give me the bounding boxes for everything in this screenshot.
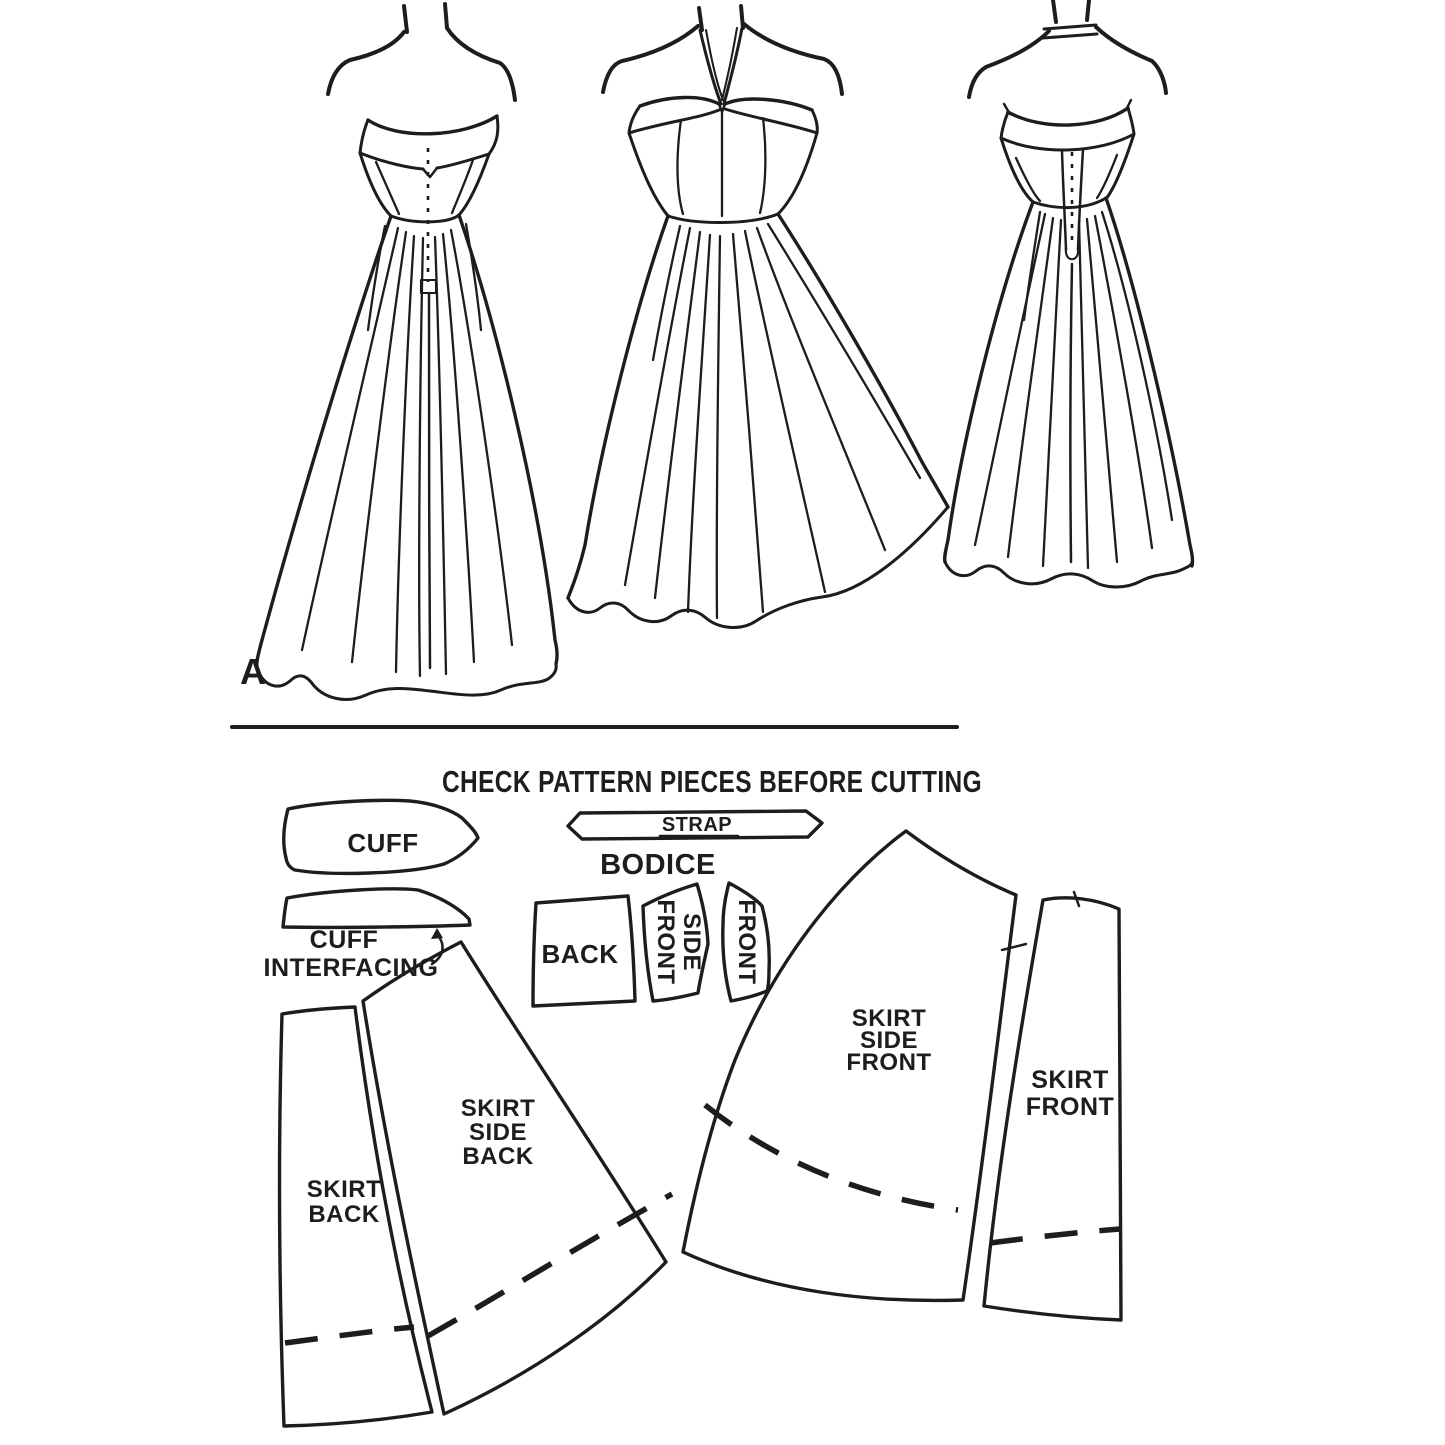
piece-bodice-back: BACK <box>531 894 637 1008</box>
notch-mark <box>1072 890 1081 908</box>
gown-back-view-right-illustration <box>942 0 1195 589</box>
cuff-interfacing-label-line1: CUFF <box>310 926 379 954</box>
view-letter-label: A <box>240 651 267 692</box>
piece-bodice-front: FRONT <box>721 881 771 1003</box>
strap-label: STRAP <box>662 814 732 836</box>
piece-strap: STRAP <box>566 809 824 841</box>
piece-cuff: CUFF <box>282 798 480 876</box>
skirt-side-back-label-line2: SIDE <box>469 1119 527 1146</box>
notch-mark <box>1000 942 1028 952</box>
skirt-front-label-line2: FRONT <box>1026 1093 1115 1121</box>
cuff-label: CUFF <box>347 828 418 858</box>
piece-bodice-side-front: SIDE FRONT <box>641 882 710 1003</box>
skirt-side-front-label-line3: FRONT <box>846 1049 931 1076</box>
piece-skirt-side-back: SKIRT SIDE BACK <box>361 940 674 1416</box>
bodice-group-label: BODICE <box>600 849 716 881</box>
bodice-side-front-label-line1: SIDE <box>678 913 705 971</box>
bodice-back-label: BACK <box>541 939 618 969</box>
skirt-side-back-label-line1: SKIRT <box>461 1095 536 1122</box>
skirt-side-back-label-line3: BACK <box>462 1143 533 1170</box>
check-pattern-pieces-heading: CHECK PATTERN PIECES BEFORE CUTTING <box>442 764 982 799</box>
skirt-side-front-label-line1: SKIRT <box>852 1005 927 1032</box>
gown-back-view-illustration: A <box>240 2 559 701</box>
skirt-front-label-line1: SKIRT <box>1031 1066 1109 1094</box>
gown-front-view-illustration <box>566 4 950 629</box>
piece-skirt-front: SKIRT FRONT <box>982 890 1123 1322</box>
piece-cuff-interfacing: CUFF INTERFACING <box>264 887 472 982</box>
cuff-interfacing-arrowhead <box>431 928 443 939</box>
skirt-back-label-line1: SKIRT <box>307 1176 382 1203</box>
cuff-interfacing-label-line2: INTERFACING <box>264 954 439 982</box>
skirt-back-label-line2: BACK <box>308 1201 379 1228</box>
bodice-side-front-label-line2: FRONT <box>652 899 679 984</box>
skirt-side-front-label-line2: SIDE <box>860 1027 918 1054</box>
piece-skirt-side-front: SKIRT SIDE FRONT <box>681 829 1028 1303</box>
piece-skirt-back: SKIRT BACK <box>277 1005 434 1428</box>
bodice-front-label: FRONT <box>733 899 760 984</box>
